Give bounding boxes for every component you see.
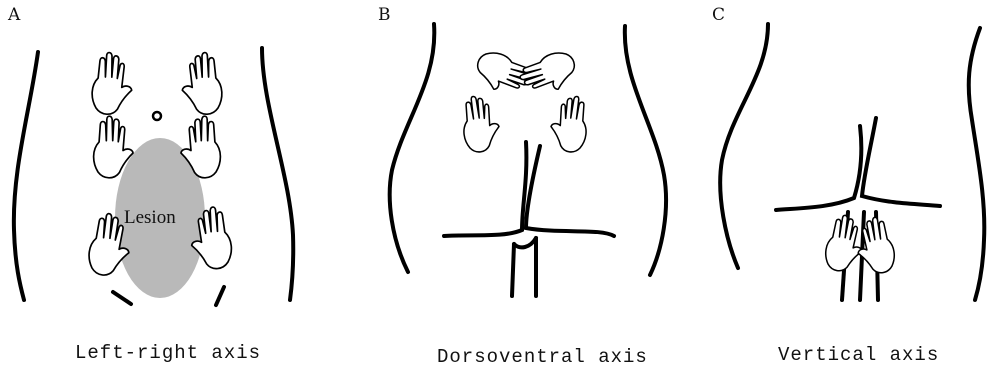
panel-c: C Vertical axis [712, 5, 984, 366]
panel-a-left-torso-line [14, 52, 38, 300]
panel-b-right-hip-line [625, 26, 666, 275]
panel-c-right-buttock-line [862, 118, 940, 206]
panel-a-right-groin-line [216, 287, 224, 305]
panel-c-caption: Vertical axis [778, 344, 939, 366]
panel-c-right-hip-line [969, 28, 985, 300]
panel-a-hand-upper-left-icon [87, 50, 135, 116]
panel-c-gluteal-cleft-line [776, 126, 861, 210]
panel-b-hand-lower-right-icon [545, 92, 596, 156]
panel-b: B Dorsoventral axis [378, 5, 666, 367]
panel-b-gluteal-cleft-line [444, 142, 526, 236]
panel-c-letter: C [712, 5, 725, 25]
panel-a: A Lesion Left-right axis [7, 5, 293, 364]
panel-a-right-torso-line [262, 48, 293, 300]
panel-b-right-buttock-line [526, 146, 614, 236]
panel-b-crotch-line [514, 238, 536, 247]
panel-c-left-hip-line [720, 24, 768, 268]
panel-a-letter: A [7, 5, 21, 25]
panel-b-letter: B [378, 5, 391, 25]
lesion-label: Lesion [124, 207, 176, 228]
navel-marker [153, 112, 161, 120]
panel-b-left-leg-line [512, 244, 514, 296]
panel-b-left-hip-line [390, 24, 435, 272]
panel-b-hand-lower-left-icon [453, 92, 504, 156]
panel-a-hand-upper-right-icon [179, 50, 227, 116]
panel-a-caption: Left-right axis [75, 342, 261, 364]
panel-b-hand-upper-right-icon [518, 51, 577, 93]
panel-c-hand-left-icon [824, 215, 862, 271]
panel-a-left-groin-line [113, 292, 131, 304]
panel-b-caption: Dorsoventral axis [437, 346, 648, 367]
